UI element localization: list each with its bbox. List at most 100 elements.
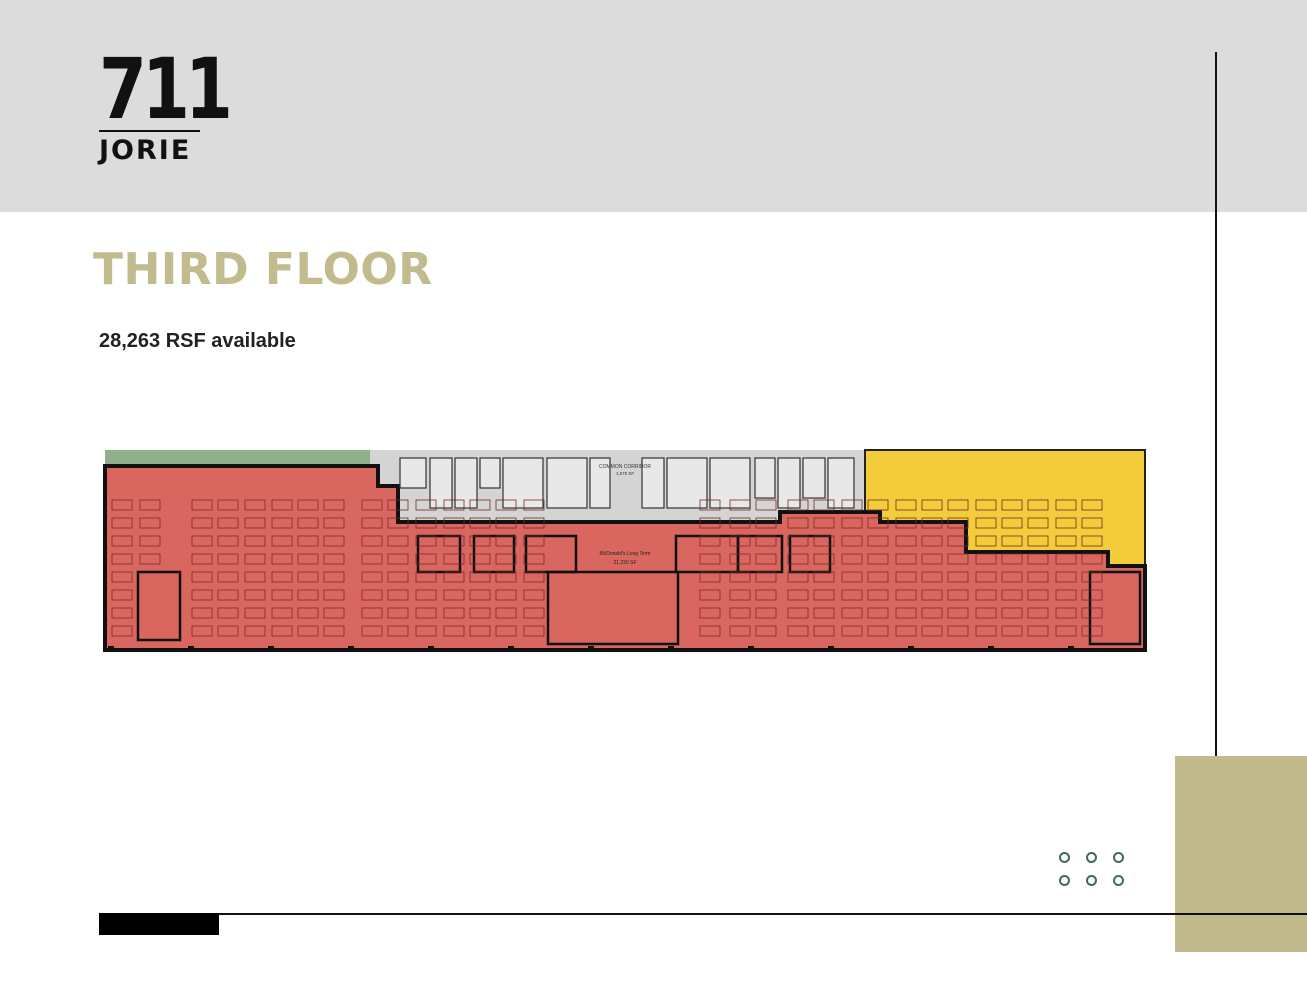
desk <box>191 589 213 601</box>
vertical-divider-line <box>1215 52 1217 952</box>
desk <box>443 499 465 511</box>
column-post <box>588 646 594 652</box>
desk <box>699 589 721 601</box>
desk <box>244 553 266 565</box>
desk <box>415 553 437 565</box>
desk <box>361 517 383 529</box>
common-corridor-label: COMMON CORRIDOR <box>599 464 651 470</box>
desk <box>1081 535 1103 547</box>
floor-plan-image: COMMON CORRIDOR 1,575 SF McDonald's Long… <box>103 449 1147 652</box>
desk <box>729 625 751 637</box>
tenant-name-group: McDonald's Long Term 21,230 SF <box>600 551 651 566</box>
desk <box>729 517 751 529</box>
desk <box>495 535 517 547</box>
dot-icon <box>1113 875 1124 886</box>
desk <box>947 607 969 619</box>
desk <box>1027 589 1049 601</box>
desk <box>443 553 465 565</box>
desk <box>975 571 997 583</box>
desk <box>699 625 721 637</box>
desk <box>699 499 721 511</box>
desk <box>1001 607 1023 619</box>
desk <box>111 499 133 511</box>
header-band <box>0 0 1307 212</box>
desk <box>495 499 517 511</box>
desk <box>469 589 491 601</box>
column-post <box>108 646 114 652</box>
desk <box>1001 553 1023 565</box>
desk <box>523 553 545 565</box>
desk <box>361 571 383 583</box>
desk <box>415 517 437 529</box>
desk <box>895 589 917 601</box>
desk <box>1081 571 1103 583</box>
desk <box>699 571 721 583</box>
logo-word: JORIE <box>99 135 192 166</box>
desk <box>469 535 491 547</box>
desk <box>361 607 383 619</box>
desk <box>867 625 889 637</box>
desk <box>271 589 293 601</box>
desk <box>469 499 491 511</box>
desk <box>271 553 293 565</box>
desk <box>271 499 293 511</box>
desk <box>1001 589 1023 601</box>
desk <box>895 607 917 619</box>
desk <box>415 499 437 511</box>
desk <box>787 625 809 637</box>
desk <box>469 607 491 619</box>
dot-icon <box>1086 852 1097 863</box>
brand-logo: 711 JORIE <box>99 47 233 166</box>
desk <box>443 517 465 529</box>
desk <box>947 553 969 565</box>
desk <box>1027 571 1049 583</box>
desk <box>387 535 409 547</box>
rsf-available: 28,263 RSF available <box>99 330 296 352</box>
desk <box>523 517 545 529</box>
desk <box>443 625 465 637</box>
desk <box>755 553 777 565</box>
desk <box>495 553 517 565</box>
desk <box>1055 553 1077 565</box>
desk <box>921 553 943 565</box>
desk <box>1001 535 1023 547</box>
desk <box>217 553 239 565</box>
desk <box>111 571 133 583</box>
desk <box>111 535 133 547</box>
desk <box>191 571 213 583</box>
desk <box>1001 625 1023 637</box>
desk <box>323 517 345 529</box>
desk <box>1055 517 1077 529</box>
desk <box>1001 499 1023 511</box>
desk <box>813 571 835 583</box>
column-post <box>1068 646 1074 652</box>
desk <box>1081 517 1103 529</box>
desk <box>523 589 545 601</box>
desk <box>813 625 835 637</box>
desk <box>297 517 319 529</box>
column-post <box>268 646 274 652</box>
desk <box>729 589 751 601</box>
column-post <box>668 646 674 652</box>
desk <box>975 589 997 601</box>
desk <box>895 499 917 511</box>
desk <box>755 535 777 547</box>
desk <box>729 553 751 565</box>
desk <box>387 517 409 529</box>
desk <box>111 625 133 637</box>
desk <box>523 625 545 637</box>
desk <box>244 571 266 583</box>
desk <box>111 517 133 529</box>
desk <box>469 517 491 529</box>
desk <box>443 589 465 601</box>
desk <box>729 571 751 583</box>
desk <box>947 571 969 583</box>
desk <box>1027 607 1049 619</box>
desk <box>217 571 239 583</box>
desk <box>323 535 345 547</box>
desk <box>729 535 751 547</box>
desk <box>271 535 293 547</box>
dot-icon <box>1086 875 1097 886</box>
desk <box>975 607 997 619</box>
desk <box>1055 607 1077 619</box>
